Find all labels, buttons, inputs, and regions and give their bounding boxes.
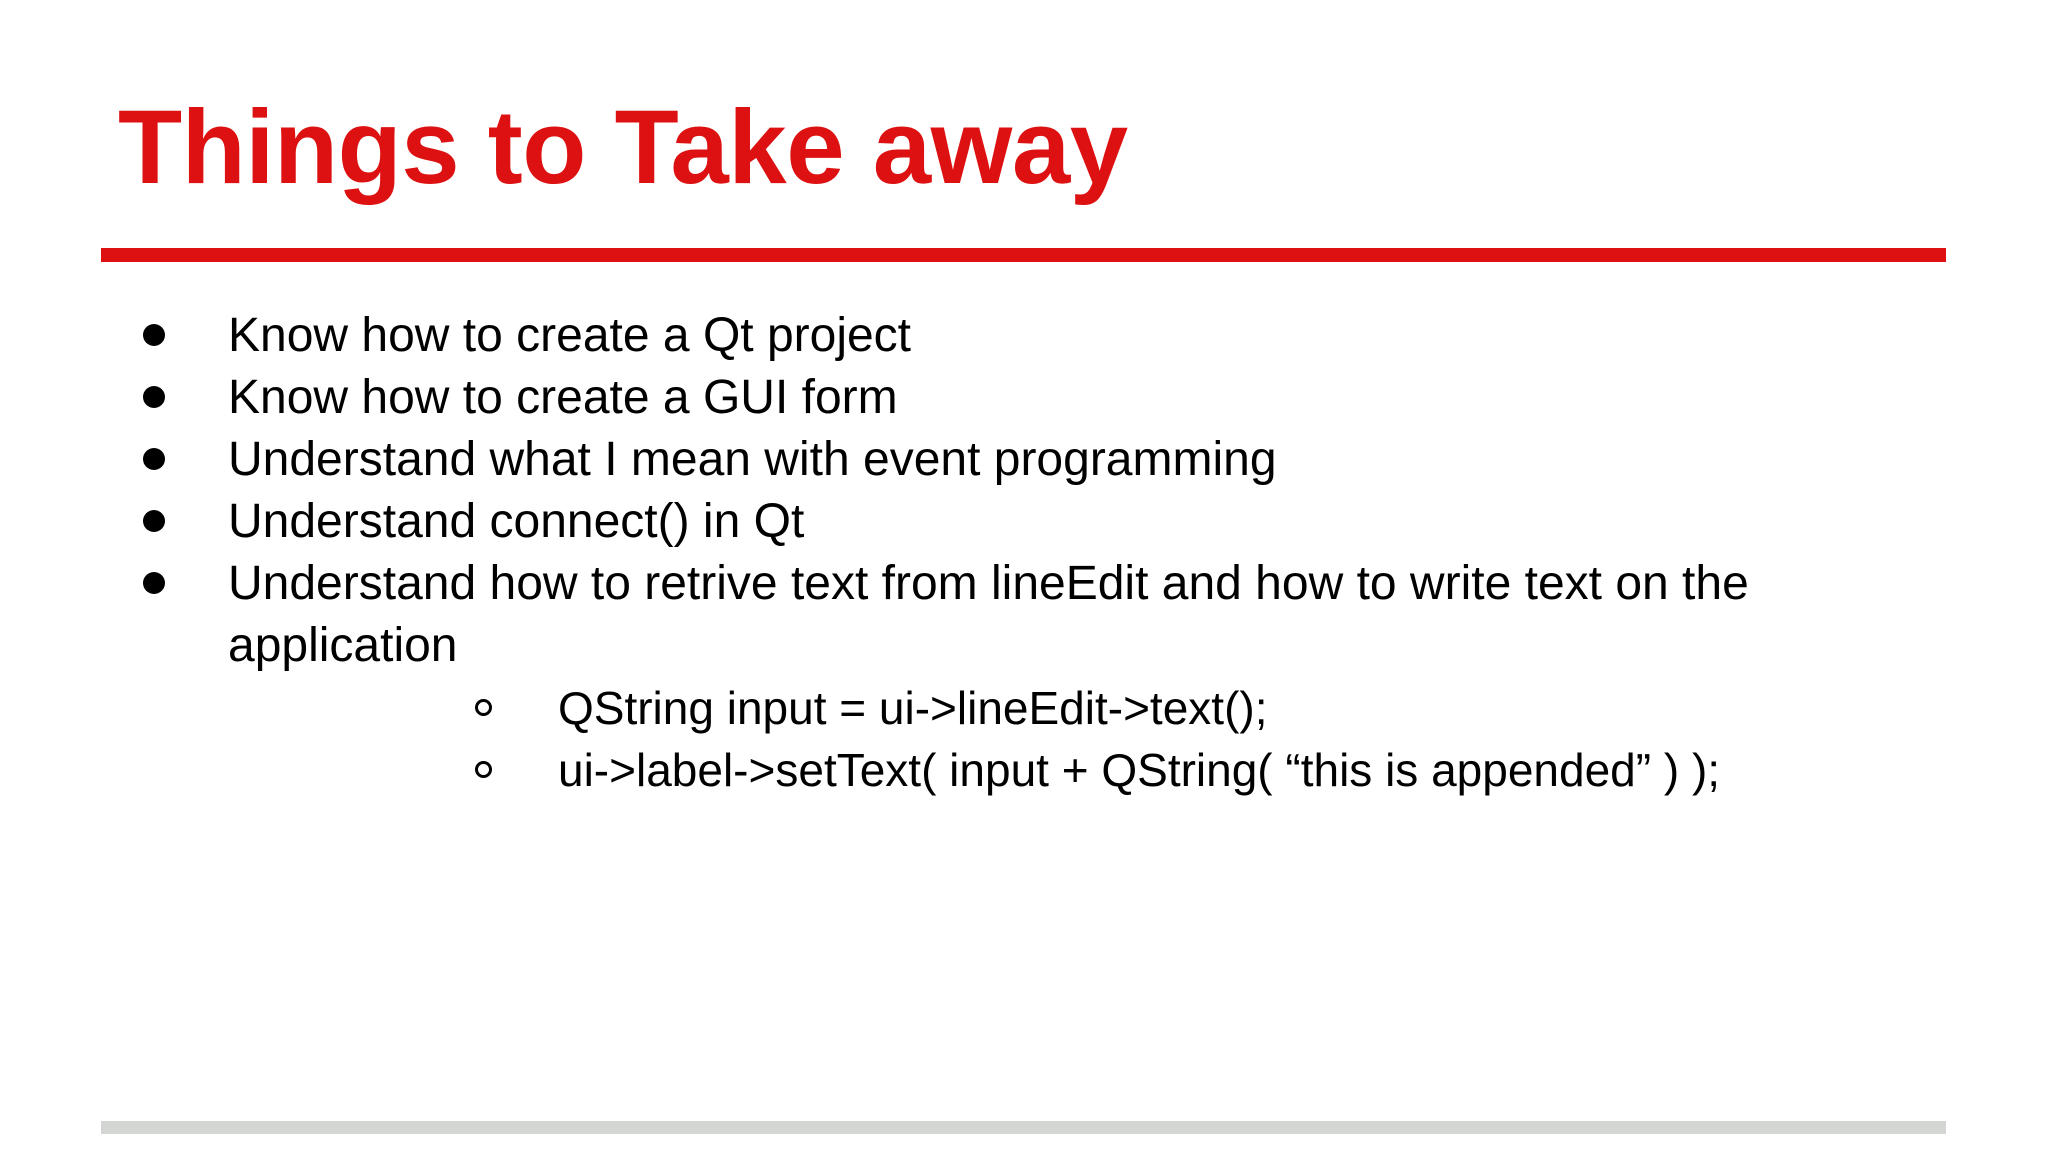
list-item: Understand what I mean with event progra… — [0, 429, 2048, 491]
list-item-label: Understand what I mean with event progra… — [228, 433, 1277, 486]
bullet-disc-icon — [143, 386, 165, 408]
bullet-disc-icon — [143, 324, 165, 346]
list-item: Know how to create a GUI form — [0, 367, 2048, 429]
list-item-sub-label: QString input = ui->lineEdit->text(); — [558, 682, 1268, 734]
list-item: Know how to create a Qt project — [0, 305, 2048, 367]
list-item-sub: QString input = ui->lineEdit->text(); — [228, 677, 2048, 739]
page-title: Things to Take away — [118, 89, 1128, 206]
list-item-sub-label: ui->label->setText( input + QString( “th… — [558, 744, 1721, 796]
list-item-label: Know how to create a Qt project — [228, 309, 912, 362]
list-item-label: Understand how to retrive text from line… — [228, 557, 1749, 672]
bullet-list-level2: QString input = ui->lineEdit->text(); ui… — [228, 677, 2048, 801]
bullet-circle-icon — [475, 761, 492, 778]
title-divider-rule — [101, 248, 1946, 262]
list-item-label: Understand connect() in Qt — [228, 495, 805, 548]
bullet-list-level1: Know how to create a Qt project Know how… — [0, 305, 2048, 801]
bullet-disc-icon — [143, 510, 165, 532]
list-item-label: Know how to create a GUI form — [228, 371, 898, 424]
list-item: Understand connect() in Qt — [0, 491, 2048, 553]
list-item-sub: ui->label->setText( input + QString( “th… — [228, 739, 2048, 801]
footer-divider-rule — [101, 1121, 1946, 1134]
list-item: Understand how to retrive text from line… — [0, 553, 2048, 801]
bullet-list-container: Know how to create a Qt project Know how… — [0, 305, 2048, 801]
bullet-disc-icon — [143, 448, 165, 470]
bullet-disc-icon — [143, 572, 165, 594]
bullet-circle-icon — [475, 699, 492, 716]
